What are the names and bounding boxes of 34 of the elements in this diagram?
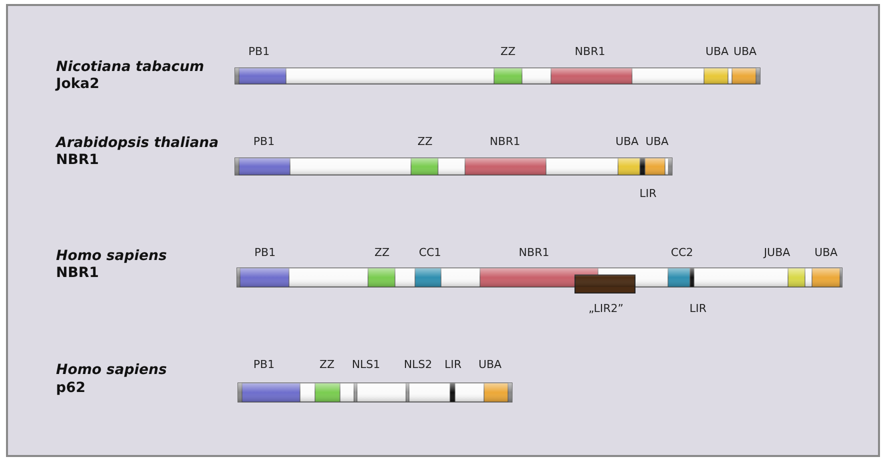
species-name: Homo sapiens (56, 362, 167, 378)
species-name: Homo sapiens (56, 248, 167, 264)
domain-label: UBA (615, 135, 639, 148)
domain-label: JUBA (764, 246, 790, 259)
domain-label: UBA (814, 246, 838, 259)
domain-label: LIR (444, 358, 462, 371)
protein-name: NBR1 (56, 152, 99, 168)
domain-label: „LIR2” (588, 302, 624, 315)
domain-label: UBA (705, 45, 729, 58)
domain-label: PB1 (253, 135, 275, 148)
domain-label: NBR1 (574, 45, 606, 58)
domain-label: ZZ (500, 45, 516, 58)
domain-label: CC1 (418, 246, 442, 259)
domain-label: LIR (690, 302, 706, 315)
domain-label: UBA (645, 135, 669, 148)
domain-label: ZZ (374, 246, 390, 259)
domain-label: NLS2 (404, 358, 432, 371)
domain-label: CC2 (670, 246, 694, 259)
species-name: Arabidopsis thaliana (56, 135, 219, 151)
protein-name: NBR1 (56, 265, 99, 281)
protein-name: p62 (56, 380, 86, 396)
domain-label: NLS1 (352, 358, 380, 371)
domain-label: UBA (733, 45, 757, 58)
domain-label: UBA (478, 358, 502, 371)
domain-label: PB1 (248, 45, 270, 58)
species-name: Nicotiana tabacum (56, 59, 204, 75)
domain-label: LIR (640, 187, 656, 200)
domain-label: PB1 (253, 358, 275, 371)
domain-label: PB1 (254, 246, 276, 259)
domain-label: NBR1 (518, 246, 550, 259)
domain-label: ZZ (417, 135, 433, 148)
protein-name: Joka2 (56, 76, 100, 92)
domain-label: ZZ (319, 358, 335, 371)
domain-label: NBR1 (490, 135, 520, 148)
